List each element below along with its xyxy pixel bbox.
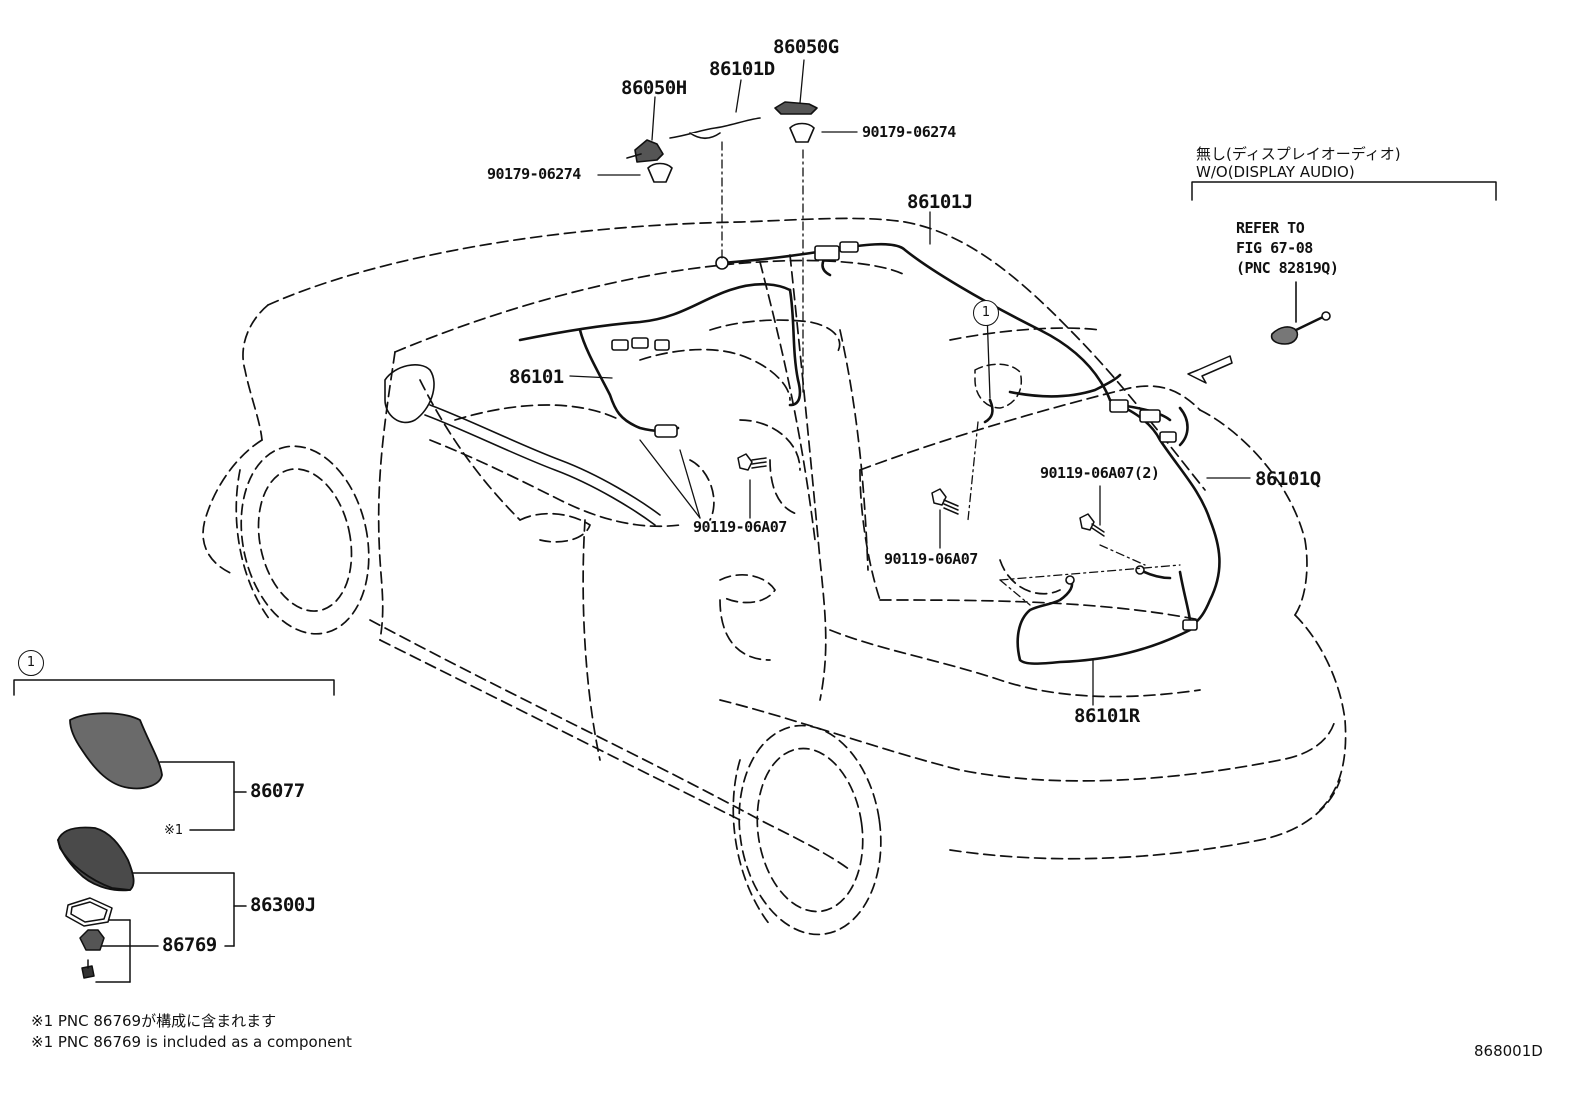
- antenna-cover-86077: [69, 712, 163, 790]
- label-86050H: 86050H: [621, 77, 687, 99]
- bolt-fasteners: [737, 453, 1105, 537]
- front-wheel: [235, 445, 370, 635]
- label-90119-06A07-2: 90119-06A07(2): [1040, 464, 1160, 482]
- label-86300J: 86300J: [250, 894, 316, 916]
- reference-leader-lines: [721, 141, 1181, 606]
- label-86077: 86077: [250, 780, 305, 802]
- footnote-jp: ※1 PNC 86769が構成に含まれます: [31, 1012, 277, 1030]
- note-mark: ※1: [164, 823, 184, 838]
- callout-circle-1: 1: [973, 300, 999, 326]
- gasket-and-clip: [65, 897, 113, 979]
- label-86101R: 86101R: [1074, 705, 1140, 727]
- label-90179-06274-left: 90179-06274: [487, 165, 581, 183]
- label-90179-06274-right: 90179-06274: [862, 123, 956, 141]
- refer-to-text: REFER TO: [1236, 219, 1305, 237]
- label-90119-06A07-rear: 90119-06A07: [884, 550, 978, 568]
- label-86101J: 86101J: [907, 191, 973, 213]
- refer-pnc-text: (PNC 82819Q): [1236, 259, 1339, 277]
- antenna-assembly-86300J: [57, 826, 135, 892]
- label-leader-lines: [569, 59, 1251, 706]
- label-86769: 86769: [162, 934, 217, 956]
- car-body-outline: [202, 217, 1347, 871]
- detail-circle-1: 1: [18, 650, 44, 676]
- footnote-en: ※1 PNC 86769 is included as a component: [31, 1033, 352, 1051]
- side-mirror: [384, 364, 661, 526]
- detail-bracket: [13, 679, 335, 983]
- variant-en-text: W/O(DISPLAY AUDIO): [1196, 163, 1355, 181]
- label-86101Q: 86101Q: [1255, 468, 1321, 490]
- label-86101D: 86101D: [709, 58, 775, 80]
- variant-jp-text: 無し(ディスプレイオーディオ): [1196, 145, 1401, 163]
- direction-arrow: [1187, 355, 1233, 384]
- label-86050G: 86050G: [773, 36, 839, 58]
- diagram-id: 868001D: [1474, 1042, 1543, 1060]
- refer-fig-text: FIG 67-08: [1236, 239, 1313, 257]
- refer-antenna-cable: [1270, 281, 1331, 345]
- rear-wheel: [732, 724, 882, 936]
- antenna-wire-harnesses: [518, 242, 1221, 665]
- antenna-lead-parts: [626, 101, 818, 183]
- harness-connectors: [611, 241, 1198, 631]
- roof-antenna-outline: [974, 363, 1022, 409]
- label-86101: 86101: [509, 366, 564, 388]
- variant-bracket: [1191, 181, 1497, 201]
- label-90119-06A07-front: 90119-06A07: [693, 518, 787, 536]
